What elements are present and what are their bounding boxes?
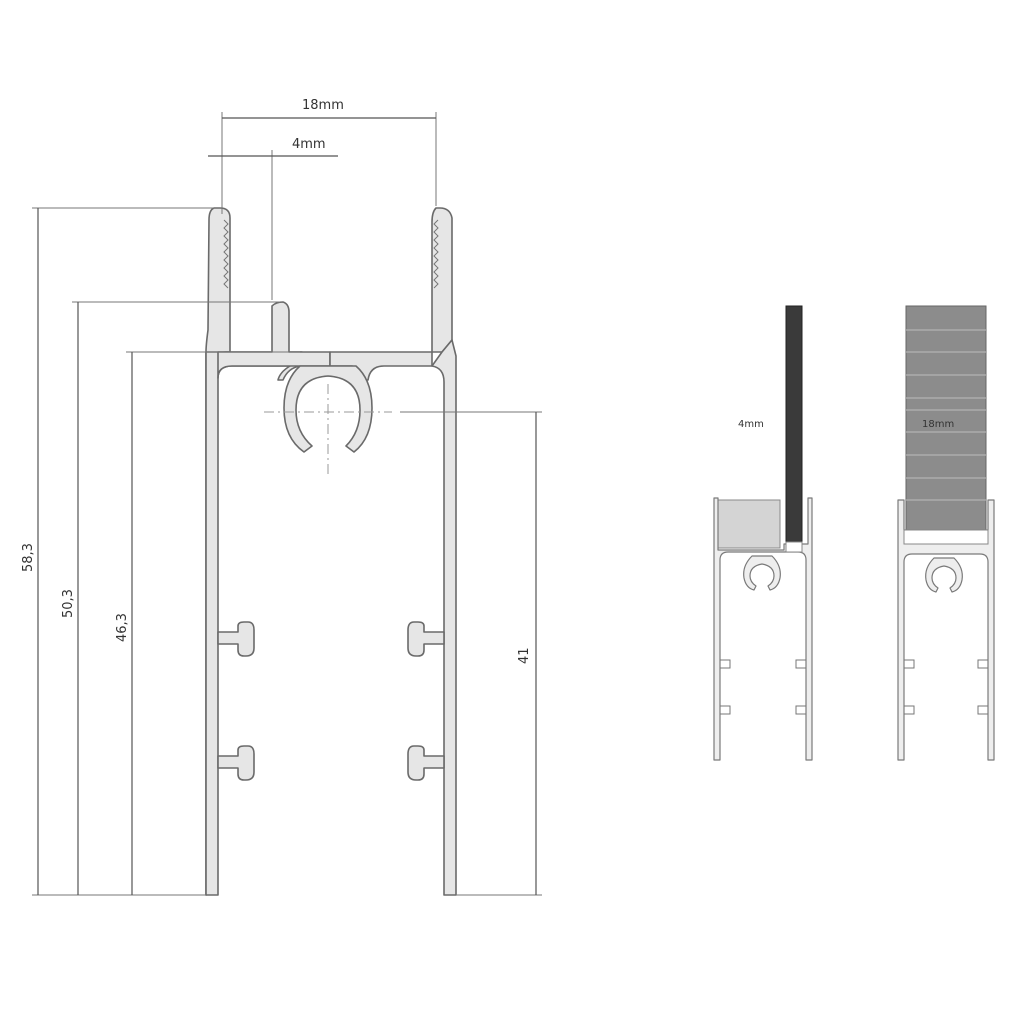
glass-base-4mm (785, 541, 803, 553)
profile-hook-right-lower (407, 745, 445, 781)
small-hooks-18mm (904, 659, 988, 715)
small-c-channel-18mm (925, 557, 963, 593)
dimension-41: 41 (400, 411, 542, 896)
example-18mm-glass: 18mm (897, 305, 995, 761)
small-hooks-4mm (720, 659, 806, 715)
profile-hook-left-upper (217, 621, 255, 657)
insert-block-4mm (715, 499, 781, 549)
dimension-4mm: 4mm (208, 137, 338, 300)
dim-label-58-3: 58,3 (21, 543, 36, 572)
dimension-18mm: 18mm (221, 98, 437, 214)
label-4mm-example: 4mm (738, 419, 764, 430)
glass-pane-18mm (905, 305, 987, 531)
main-profile-section (205, 207, 457, 896)
profile-teeth-right (433, 219, 439, 289)
profile-top-web-right (329, 207, 453, 381)
glass-base-18mm (903, 529, 989, 545)
small-profile-18mm (897, 499, 995, 761)
profile-teeth-left (223, 219, 229, 289)
label-18mm-example: 18mm (922, 419, 954, 430)
profile-right-wall (431, 339, 457, 896)
profile-hook-left-lower (217, 745, 255, 781)
small-c-channel-4mm (743, 555, 781, 591)
profile-hook-right-upper (407, 621, 445, 657)
profile-c-channel (283, 365, 373, 453)
profile-left-outer (205, 351, 303, 896)
dim-label-46-3: 46,3 (115, 613, 130, 642)
glass-pane-4mm (785, 305, 803, 543)
dimension-58-3: 58,3 (21, 207, 214, 896)
dim-label-41: 41 (517, 647, 532, 664)
dim-label-50-3: 50,3 (61, 589, 76, 618)
dimension-46-3: 46,3 (115, 351, 300, 896)
profile-top-web-left (217, 301, 331, 379)
example-4mm-glass: 4mm (713, 305, 813, 761)
dim-label-18mm: 18mm (302, 98, 344, 113)
dimension-50-3: 50,3 (61, 301, 280, 896)
dim-label-4mm: 4mm (292, 137, 326, 152)
